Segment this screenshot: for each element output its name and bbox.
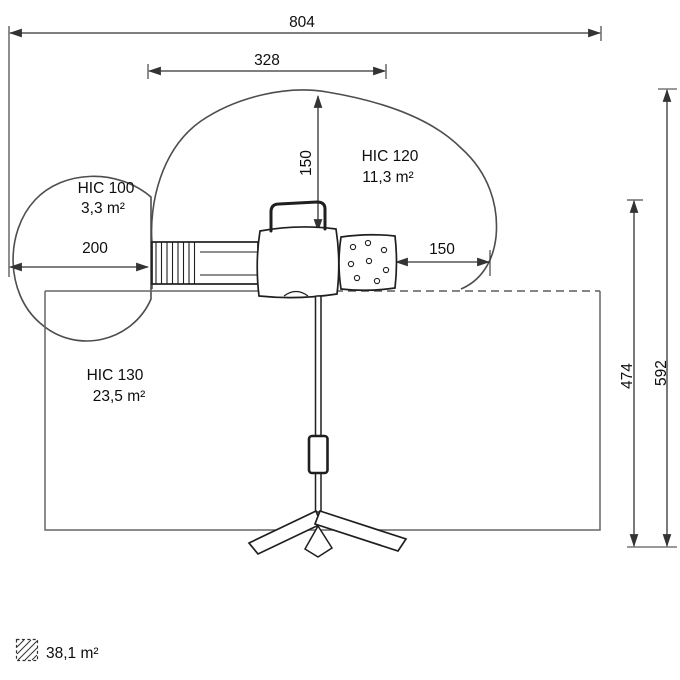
- label-hic130: HIC 130 23,5 m²: [87, 367, 146, 405]
- dim-top-width: 804: [8, 14, 602, 277]
- dim-inner-width: 328: [147, 52, 387, 79]
- hic130-area: 23,5 m²: [93, 388, 146, 405]
- dim-label-150-vertical: 150: [298, 150, 315, 176]
- dim-total-height: 592: [653, 88, 677, 548]
- dim-right-offset: 150: [394, 241, 491, 276]
- dim-label-804: 804: [289, 14, 315, 31]
- hic120-name: HIC 120: [362, 148, 419, 165]
- dim-label-328: 328: [254, 52, 280, 69]
- dim-label-474: 474: [619, 363, 636, 389]
- platform: [256, 226, 340, 299]
- dim-label-150-right: 150: [429, 241, 455, 258]
- play-equipment: [151, 200, 408, 558]
- hic130-name: HIC 130: [87, 367, 144, 384]
- legend: 38,1 m²: [15, 638, 99, 662]
- dim-label-592: 592: [653, 360, 670, 386]
- dim-fall-height: 150: [298, 94, 323, 233]
- base-legs: [247, 509, 408, 558]
- legend-total-area: 38,1 m²: [46, 645, 99, 662]
- climbing-panel: [338, 233, 398, 292]
- zone-hic120-outline: [150, 89, 498, 290]
- climbing-holds: [347, 239, 390, 285]
- pole-seat: [307, 434, 329, 475]
- hic100-name: HIC 100: [78, 180, 135, 197]
- hic100-area: 3,3 m²: [81, 200, 125, 217]
- label-hic100: HIC 100 3,3 m²: [78, 180, 135, 217]
- slide-tube: [151, 241, 259, 285]
- zone-hic100-outline: [12, 175, 152, 342]
- dim-label-200: 200: [82, 240, 108, 257]
- dim-left-offset: 200: [8, 240, 150, 272]
- label-hic120: HIC 120 11,3 m²: [362, 148, 419, 186]
- handrail-arch: [269, 200, 327, 233]
- slide-hatch-lines: [155, 242, 196, 284]
- support-pole: [314, 295, 322, 513]
- hatch-area-icon: [15, 638, 39, 662]
- hic120-area: 11,3 m²: [362, 169, 413, 186]
- dim-zone-height: 474: [619, 199, 677, 548]
